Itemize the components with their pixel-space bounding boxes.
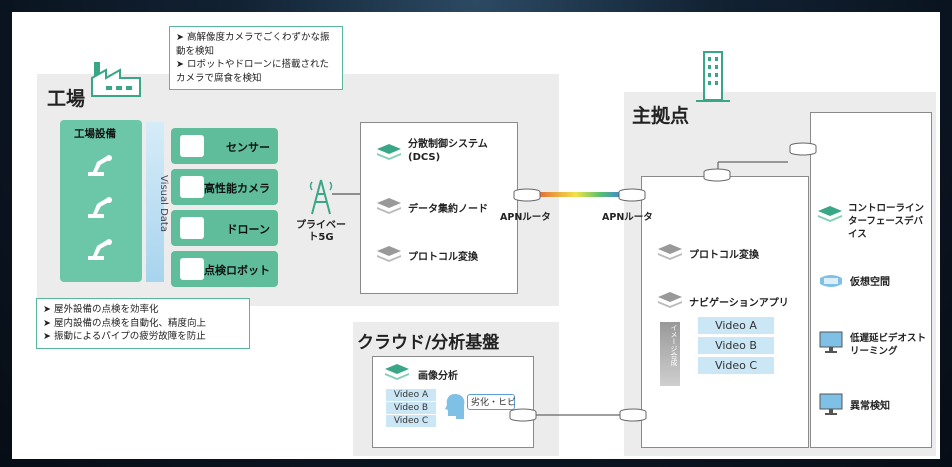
streaming-label: 低遅延ビデオストリーミング (850, 332, 926, 358)
note-line: ➤ 高解像度カメラでごくわずかな振動を検知 (176, 32, 330, 57)
router-icon (509, 408, 537, 422)
streaming-label-text: 低遅延ビデオストリーミング (850, 333, 927, 357)
router-icon (789, 142, 817, 156)
router-icon (618, 188, 646, 202)
device-tile-camera: 高性能カメラ (171, 169, 278, 205)
router-icon (513, 188, 541, 202)
layers-icon (658, 292, 682, 308)
controller-icon (818, 206, 842, 222)
device-label: ドローン (226, 223, 270, 236)
device-label: センサー (226, 141, 270, 154)
device-tile-robot: 点検ロボット (171, 251, 278, 287)
layers-icon (377, 198, 401, 214)
note-line: ➤ 振動によるパイプの疲労故障を防止 (43, 331, 206, 342)
callout-bubble (467, 394, 515, 410)
factory-equipment-label: 工場設備 (74, 128, 116, 140)
aggregation-node-label: データ集約ノード (408, 204, 488, 215)
controller-label-text: コントローラインターフェースデバイス (848, 203, 925, 240)
factory-bottom-note: ➤ 屋外設備の点検を効率化 ➤ 屋内設備の点検を自動化、精度向上 ➤ 振動による… (36, 298, 250, 349)
anomaly-label: 異常検知 (850, 401, 890, 412)
controller-label: コントローラインターフェースデバイス (848, 202, 928, 241)
protocol-conversion-label: プロトコル変換 (408, 252, 478, 263)
hq-right-panel (810, 112, 932, 448)
cloud-video-c: Video C (386, 415, 436, 427)
layers-icon (377, 246, 401, 262)
image-analysis-label: 画像分析 (418, 371, 458, 382)
cloud-video-a: Video A (386, 389, 436, 401)
hq-protocol-label: プロトコル変換 (689, 250, 759, 261)
robot-arm-icon (88, 155, 112, 176)
link-line (332, 193, 362, 195)
device-label: 点検ロボット (204, 264, 270, 277)
robot-arm-icon (88, 239, 112, 260)
device-tile-drone: ドローン (171, 210, 278, 246)
dcs-label: 分散制御システム(DCS) (408, 139, 488, 163)
private-5g-label: プライベート5G (296, 220, 346, 243)
factory-top-note: ➤ 高解像度カメラでごくわずかな振動を検知 ➤ ロボットやドローンに搭載されたカ… (169, 26, 343, 90)
hq-video-b: Video B (698, 337, 774, 354)
image-compose-bar (660, 322, 680, 386)
visual-data-bar (146, 122, 164, 282)
layers-icon (377, 144, 401, 160)
callout-label: 劣化・ヒビ (471, 398, 517, 408)
layers-icon (385, 364, 409, 380)
note-line: ➤ 屋外設備の点検を効率化 (43, 304, 159, 315)
factory-icon (91, 62, 141, 97)
router-icon (703, 168, 731, 182)
slide: 工場 工場設備 Visual Data センサー 高性能カメラ ドローン 点検ロ… (12, 12, 940, 459)
apn-router-left-label: APNルータ (500, 212, 551, 223)
hq-title: 主拠点 (632, 105, 690, 127)
monitor-icon (819, 331, 843, 353)
apn-router-right-label: APNルータ (602, 212, 653, 223)
camera-icon (180, 176, 204, 198)
monitor-icon (819, 393, 843, 415)
robot-arm-icon (88, 197, 112, 218)
network-links (528, 161, 788, 416)
hq-video-c: Video C (698, 357, 774, 374)
ai-head-icon (445, 394, 465, 419)
cell-tower-icon (309, 179, 333, 215)
drone-icon (180, 217, 204, 239)
virtual-space-label: 仮想空間 (850, 277, 890, 288)
factory-equipment-column (60, 120, 142, 282)
factory-title: 工場 (47, 88, 86, 110)
note-line: ➤ ロボットやドローンに搭載されたカメラで腐食を検知 (176, 59, 330, 84)
hq-nav-app-label: ナビゲーションアプリ (689, 298, 789, 309)
image-compose-label: イメージ合成 (670, 324, 678, 366)
cloud-title: クラウド/分析基盤 (357, 333, 500, 353)
building-icon (696, 51, 730, 102)
router-icon (619, 408, 647, 422)
robot-icon (180, 258, 204, 280)
cloud-video-b: Video B (386, 402, 436, 414)
sensor-icon (180, 135, 204, 157)
layers-icon (658, 244, 682, 260)
vr-headset-icon (820, 275, 842, 287)
hq-video-a: Video A (698, 317, 774, 334)
device-label: 高性能カメラ (204, 182, 270, 195)
note-line: ➤ 屋内設備の点検を自動化、精度向上 (43, 317, 206, 329)
device-tile-sensor: センサー (171, 128, 278, 164)
wireless-link (528, 192, 624, 197)
